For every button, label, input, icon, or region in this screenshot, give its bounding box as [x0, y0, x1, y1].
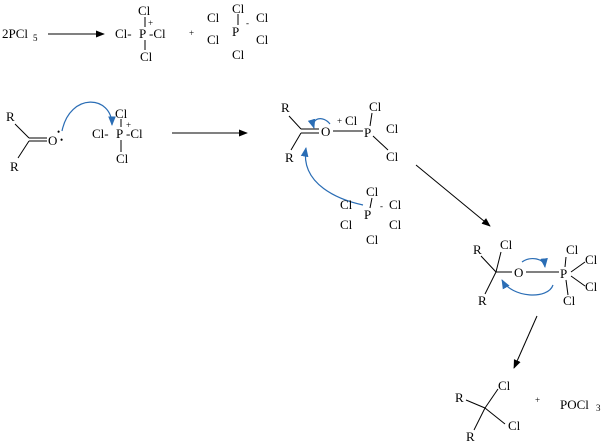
atom-cl-top: Cl	[138, 3, 151, 18]
minus-charge: -	[380, 201, 383, 211]
plus-charge: +	[148, 18, 153, 28]
atom-r-bottom: R	[285, 150, 294, 165]
pcl6-anion-2: Cl Cl - Cl P Cl Cl Cl	[340, 184, 402, 247]
atom-r-bottom: R	[466, 429, 475, 444]
atom-p: P	[139, 26, 146, 41]
atom-o: O	[321, 124, 330, 139]
step-arrow-3	[513, 315, 538, 369]
bond	[372, 135, 389, 151]
bond	[288, 115, 302, 130]
atom-r-top: R	[281, 100, 290, 115]
bond	[17, 140, 30, 159]
alkoxyphosphorane-intermediate: R Cl R O P Cl Cl Cl Cl	[473, 237, 598, 308]
atom-cl: Cl	[232, 47, 245, 62]
pcl4-cation: Cl Cl- P + -Cl Cl	[115, 3, 166, 64]
bond	[369, 197, 373, 209]
atom-p: P	[116, 126, 123, 141]
atom-cl: Cl	[369, 99, 382, 114]
atom-cl-bottom: Cl	[116, 151, 129, 166]
bond	[473, 407, 486, 431]
atom-cl: Cl	[366, 232, 379, 247]
curly-arrow-attack	[61, 101, 116, 132]
reagent-label: 2PCl	[2, 26, 28, 41]
bond	[570, 275, 586, 287]
curly-arrow-c-o-bond	[501, 279, 554, 296]
atom-cl: Cl	[566, 242, 579, 257]
gem-dichloride-product: R Cl Cl R	[455, 378, 521, 444]
bond	[570, 261, 586, 273]
bond	[564, 256, 567, 268]
atom-cl-right: -Cl	[149, 26, 166, 41]
atom-cl: Cl	[366, 184, 379, 199]
atom-cl: Cl	[386, 121, 399, 136]
atom-cl: Cl	[207, 32, 220, 47]
atom-cl: Cl	[585, 279, 598, 294]
bond	[480, 255, 497, 273]
bond	[565, 279, 569, 296]
step-arrow-2	[415, 164, 491, 227]
atom-cl-top: Cl	[115, 106, 128, 121]
plus-sign: +	[189, 28, 194, 38]
pcl6-anion: Cl Cl - Cl P Cl Cl Cl	[207, 1, 269, 62]
atom-cl: Cl	[386, 149, 399, 164]
atom-cl: Cl	[256, 32, 269, 47]
ketone: R R O • •	[6, 109, 63, 174]
atom-cl: Cl	[256, 10, 269, 25]
atom-o: O	[514, 265, 523, 280]
atom-p: P	[364, 207, 371, 222]
reagent-subscript: 5	[33, 33, 38, 43]
curly-arrow-pi-bond	[307, 118, 331, 129]
oxyphosphonium-intermediate: R R O + Cl Cl P Cl Cl	[281, 99, 399, 165]
atom-p: P	[232, 24, 239, 39]
bond	[465, 399, 486, 409]
atom-cl: Cl	[340, 217, 353, 232]
bond	[484, 407, 506, 425]
plus-charge: +	[126, 120, 131, 130]
plus-sign: +	[535, 395, 540, 405]
atom-cl: Cl	[585, 252, 598, 267]
byproduct-label: POCl	[560, 397, 589, 412]
atom-cl: Cl	[498, 378, 511, 393]
atom-cl: Cl	[500, 237, 513, 252]
atom-p: P	[560, 266, 567, 281]
plus-charge: +	[337, 116, 342, 126]
bond	[484, 271, 497, 295]
pcl4-cation-2: Cl Cl- P + -Cl Cl	[92, 106, 143, 166]
bond	[14, 123, 30, 139]
atom-cl: Cl	[563, 293, 576, 308]
curly-arrow-chloride	[300, 147, 364, 206]
atom-cl-right: -Cl	[126, 126, 143, 141]
atom-cl: Cl	[508, 418, 521, 433]
atom-cl-left: Cl-	[92, 126, 109, 141]
atom-r-top: R	[455, 390, 464, 405]
curly-arrow-o-p-bond	[521, 257, 548, 268]
atom-cl: Cl	[345, 113, 358, 128]
bond	[369, 112, 373, 127]
byproduct-subscript: 3	[596, 403, 601, 413]
minus-charge: -	[246, 18, 249, 28]
lone-pair-dot: •	[57, 127, 60, 137]
atom-r-top: R	[473, 242, 482, 257]
atom-cl-bottom: Cl	[140, 49, 153, 64]
bond	[484, 388, 499, 409]
atom-cl: Cl	[389, 217, 402, 232]
atom-cl: Cl	[340, 197, 353, 212]
atom-cl: Cl	[207, 10, 220, 25]
atom-cl: Cl	[389, 197, 402, 212]
atom-p: P	[364, 125, 371, 140]
atom-cl: Cl	[232, 1, 245, 16]
reagent-pcl5: 2PCl 5	[2, 26, 38, 43]
bond	[290, 132, 302, 151]
atom-o: O	[48, 133, 57, 148]
atom-r-bottom: R	[10, 159, 19, 174]
atom-cl-left: Cl-	[115, 26, 132, 41]
atom-r-top: R	[6, 109, 15, 124]
atom-r-bottom: R	[478, 293, 487, 308]
lone-pair-dot: •	[60, 135, 63, 145]
bond	[495, 251, 502, 273]
pocl3-product: POCl 3	[560, 397, 601, 413]
